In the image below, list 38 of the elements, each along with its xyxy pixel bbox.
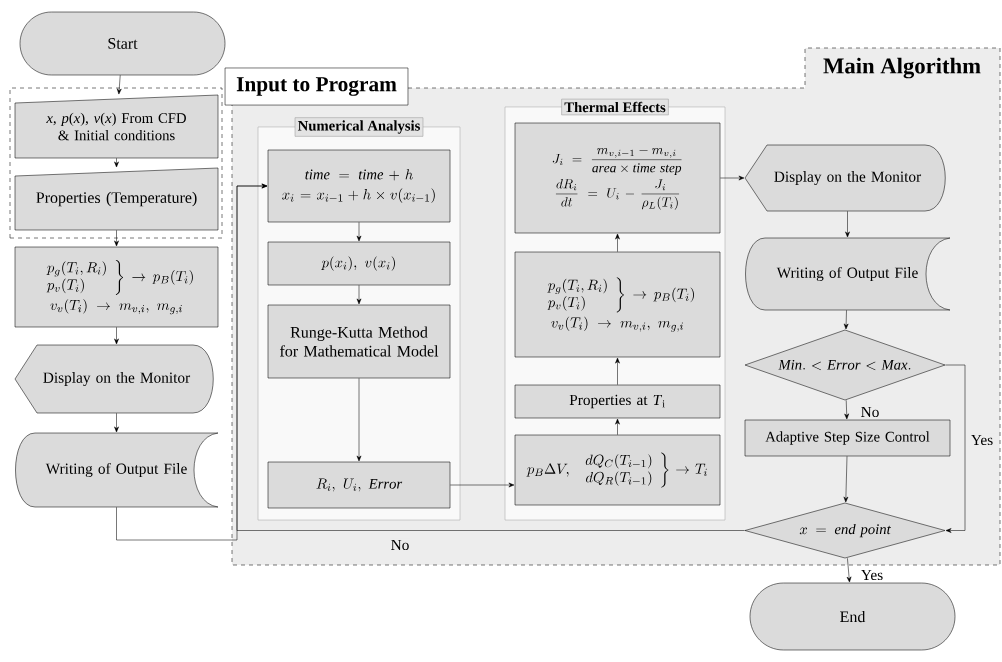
process-box: Adaptive Step Size Control [744,419,951,457]
process-box: $p(x_i),\ v(x_i)$ [267,241,451,286]
process-box: $J_i = \frac{m_{v,i-1} - m_{v,i}}{\mathit{area} \times \mathit{time\ step}}$ $\frac{dR_i}{dt} = U_i - \frac{J_i}{\rho_L(T_i)}$ [514,122,721,234]
arrow [356,378,362,462]
arrow [844,400,849,420]
panel-title: Numerical Analysis [294,117,424,137]
arrow [114,327,119,345]
heading-box: Input to Program [224,67,409,106]
process-box: $p_B\Delta V,\ \left.\begin{array}{r}dQ_C(T_{i-1})\\ dQ_R(T_{i-1})\end{array}\right\}\rightarrow T_i$ [514,434,721,506]
arrow [846,558,852,583]
arrow [450,482,515,488]
arrow [720,175,745,181]
arrow [356,284,362,305]
manual-input-box: Properties (Temperature) [14,167,219,231]
process-box: $\left.\begin{array}{l}p_g(T_i,R_i)\\ p_v(T_i)\end{array}\right\}\rightarrow p_B(T_i)$ $v_v(T_i)\rightarrow m_{v,i},\ m_{g,i}$ [514,251,721,358]
process-box: $R_i,\ U_i,\ \mathit{Error}$ [267,461,451,509]
arrow [356,222,362,242]
process-box: Properties at T$_{i}$ [514,384,721,419]
arrow [236,183,745,531]
panel-title: Thermal Effects [561,98,669,116]
arrow [615,233,620,252]
arrow [843,310,849,330]
arrow [114,413,119,433]
dashed-group-frame [9,87,223,239]
process-box: Runge-Kutta Method for Mathematical Model [267,304,451,379]
arrow [116,74,122,95]
arrow [843,456,849,503]
edge-label: Yes [859,568,885,582]
arrow [114,230,119,247]
arrow [615,357,620,385]
process-box: $\mathit{time} = \mathit{time} + h$ $x_i = x_{i-1} + h \times v(x_{i-1})$ [267,149,451,223]
region-heading: Main Algorithm [823,57,981,79]
arrow [615,418,620,435]
arrow [114,158,119,168]
arrow [845,211,850,238]
arrow [945,364,966,533]
process-box: $\left.\begin{array}{l}p_g(T_i,R_i)\\ p_v(T_i)\end{array}\right\}\rightarrow p_B(T_i)$ $v_v(T_i)\rightarrow m_{v,i},\ m_{g,i}$ [14,246,219,328]
manual-input-box: x, p(x), v(x) From CFD & Initial conditions [14,94,219,159]
